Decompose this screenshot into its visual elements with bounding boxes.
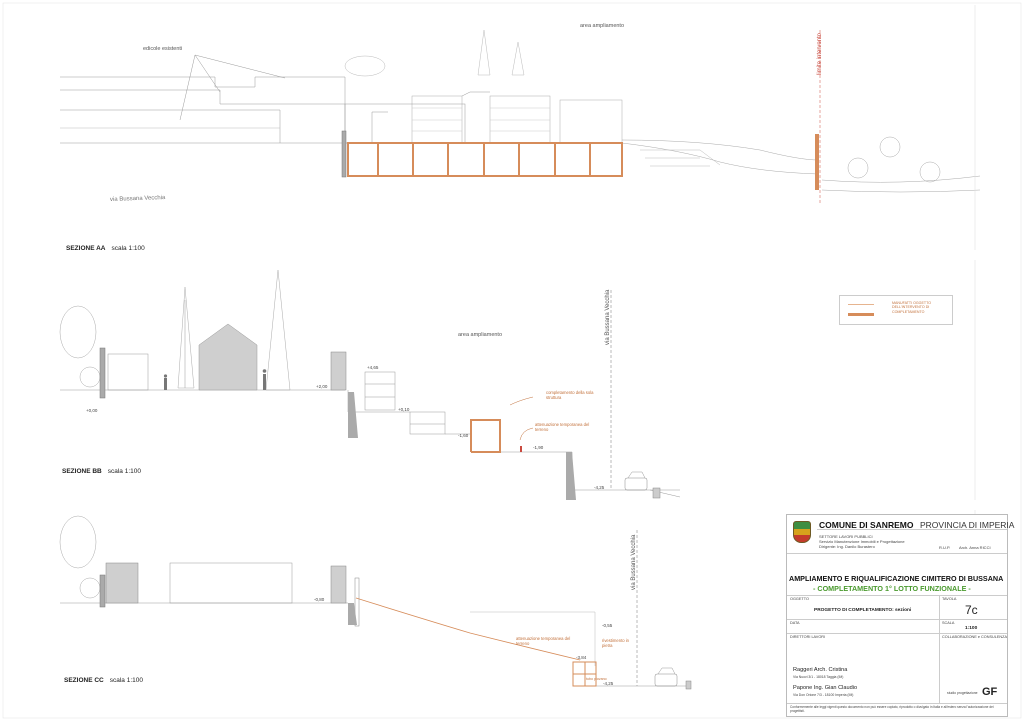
section-cc-scale: scala 1:100 xyxy=(109,677,143,684)
bb-label-completion: completamento della sola struttura xyxy=(546,390,594,400)
divider xyxy=(787,619,1007,620)
bb-level: +4,65 xyxy=(367,365,379,370)
section-cc-name: SEZIONE CC xyxy=(64,677,104,684)
tavola-label: TAVOLA xyxy=(942,597,957,601)
divider xyxy=(787,633,1007,634)
aa-completion-structure xyxy=(347,142,623,177)
bb-level: +2,00 xyxy=(316,384,328,389)
section-aa-name: SEZIONE AA xyxy=(66,245,106,252)
rup-label: R.U.P. xyxy=(939,545,951,550)
section-aa-drawing xyxy=(60,5,981,250)
divider xyxy=(817,529,1007,530)
cc-completion-structure xyxy=(572,661,597,687)
cc-level: -0,80 xyxy=(314,597,325,602)
rup-name: Arch. Anna RICCI xyxy=(959,545,991,550)
provincia-name: PROVINCIA DI IMPERIA xyxy=(920,520,1015,530)
footer-note: Conformemente alle leggi vigenti questo … xyxy=(790,705,994,713)
dirigente: Dirigente: Ing. Danilo Burastero xyxy=(819,544,875,549)
settore: SETTORE LAVORI PUBBLICI xyxy=(819,534,873,539)
cc-label-mitigation: attenuazione temporanea del terreno xyxy=(516,636,571,646)
sanremo-crest-icon xyxy=(793,521,811,543)
section-bb-scale: scala 1:100 xyxy=(107,468,141,475)
divider xyxy=(939,595,940,633)
legend-line-thick xyxy=(848,313,874,316)
comune-name: COMUNE DI SANREMO xyxy=(819,520,914,530)
oggetto-value: PROGETTO DI COMPLETAMENTO: sezioni xyxy=(814,608,912,613)
scala-label: SCALA xyxy=(942,621,955,625)
section-aa-scale: scala 1:100 xyxy=(111,245,145,252)
aa-label-expansion: area ampliamento xyxy=(580,23,625,29)
data-label: DATA xyxy=(790,621,800,625)
section-cc-title: SEZIONE CC scala 1:100 xyxy=(64,677,143,684)
divider xyxy=(787,595,1007,596)
cc-label-road: via Bussana Vecchia xyxy=(631,534,637,590)
person2-info: Via Don Orione 7/3 - 18100 Imperia (IM) xyxy=(793,693,854,697)
cc-terrain-line xyxy=(355,597,581,661)
aa-label-existing: edicole esistenti xyxy=(143,46,183,52)
bb-label-mitigation: attenuazione temporanea del terreno xyxy=(535,422,590,432)
bb-completion-structure xyxy=(470,419,501,453)
aa-limit-post xyxy=(815,134,819,190)
person1-name: Raggeri Arch. Cristina xyxy=(793,667,848,673)
bb-level: -4,25 xyxy=(594,485,605,490)
cc-level: -4,25 xyxy=(603,681,614,686)
legend: MANUFATTI OGGETTO DELL'INTERVENTO DI COM… xyxy=(839,295,953,325)
bb-level: -1,60 xyxy=(458,433,469,438)
aa-retaining-wall xyxy=(341,130,347,178)
section-bb-name: SEZIONE BB xyxy=(62,468,102,475)
divider xyxy=(939,633,940,703)
oggetto-label: OGGETTO xyxy=(790,597,809,601)
section-aa-title: SEZIONE AA scala 1:100 xyxy=(66,245,145,252)
studio-label: studio progettazione xyxy=(947,691,978,695)
bb-level: +0,00 xyxy=(86,408,98,413)
gf-logo: GF xyxy=(982,686,998,698)
collab-label: COLLABORAZIONE e CONSULENZA xyxy=(942,635,1007,639)
divider xyxy=(787,553,1007,554)
project-subtitle: - COMPLETAMENTO 1° LOTTO FUNZIONALE - xyxy=(813,584,971,593)
person1-info: Via Nuovi 3/1 - 18018 Taggia (IM) xyxy=(793,675,844,679)
section-bb-drawing xyxy=(59,260,976,500)
tavola-value: 7c xyxy=(965,603,978,617)
bb-label-road: via Bussana Vecchia xyxy=(605,289,611,345)
bb-level: -1,90 xyxy=(533,445,544,450)
project-title: AMPLIAMENTO E RIQUALIFICAZIONE CIMITERO … xyxy=(789,574,1004,583)
cc-label-paving: rivestimento in pietra xyxy=(602,638,629,648)
divider xyxy=(787,703,1007,704)
aa-label-limit: limite intervento xyxy=(817,32,823,75)
direttori-label: DIRETTORI LAVORI xyxy=(790,635,826,639)
bb-level: +0,10 xyxy=(398,407,410,412)
legend-text: MANUFATTI OGGETTO DELL'INTERVENTO DI COM… xyxy=(892,301,931,314)
title-block: COMUNE DI SANREMO PROVINCIA DI IMPERIA S… xyxy=(786,514,1014,717)
cc-label-drain: tubo piovano xyxy=(586,677,607,681)
bb-label-expansion: area ampliamento xyxy=(458,332,503,338)
person2-name: Papone Ing. Gian Claudio xyxy=(793,685,858,691)
servizio: Servizio Manutenzione Immobili e Progett… xyxy=(819,539,905,544)
section-bb-title: SEZIONE BB scala 1:100 xyxy=(62,468,141,475)
cc-level: -3,84 xyxy=(576,655,587,660)
cc-level: -0,55 xyxy=(602,623,613,628)
legend-line-thin xyxy=(848,304,874,305)
scala-value: 1:100 xyxy=(965,626,978,631)
